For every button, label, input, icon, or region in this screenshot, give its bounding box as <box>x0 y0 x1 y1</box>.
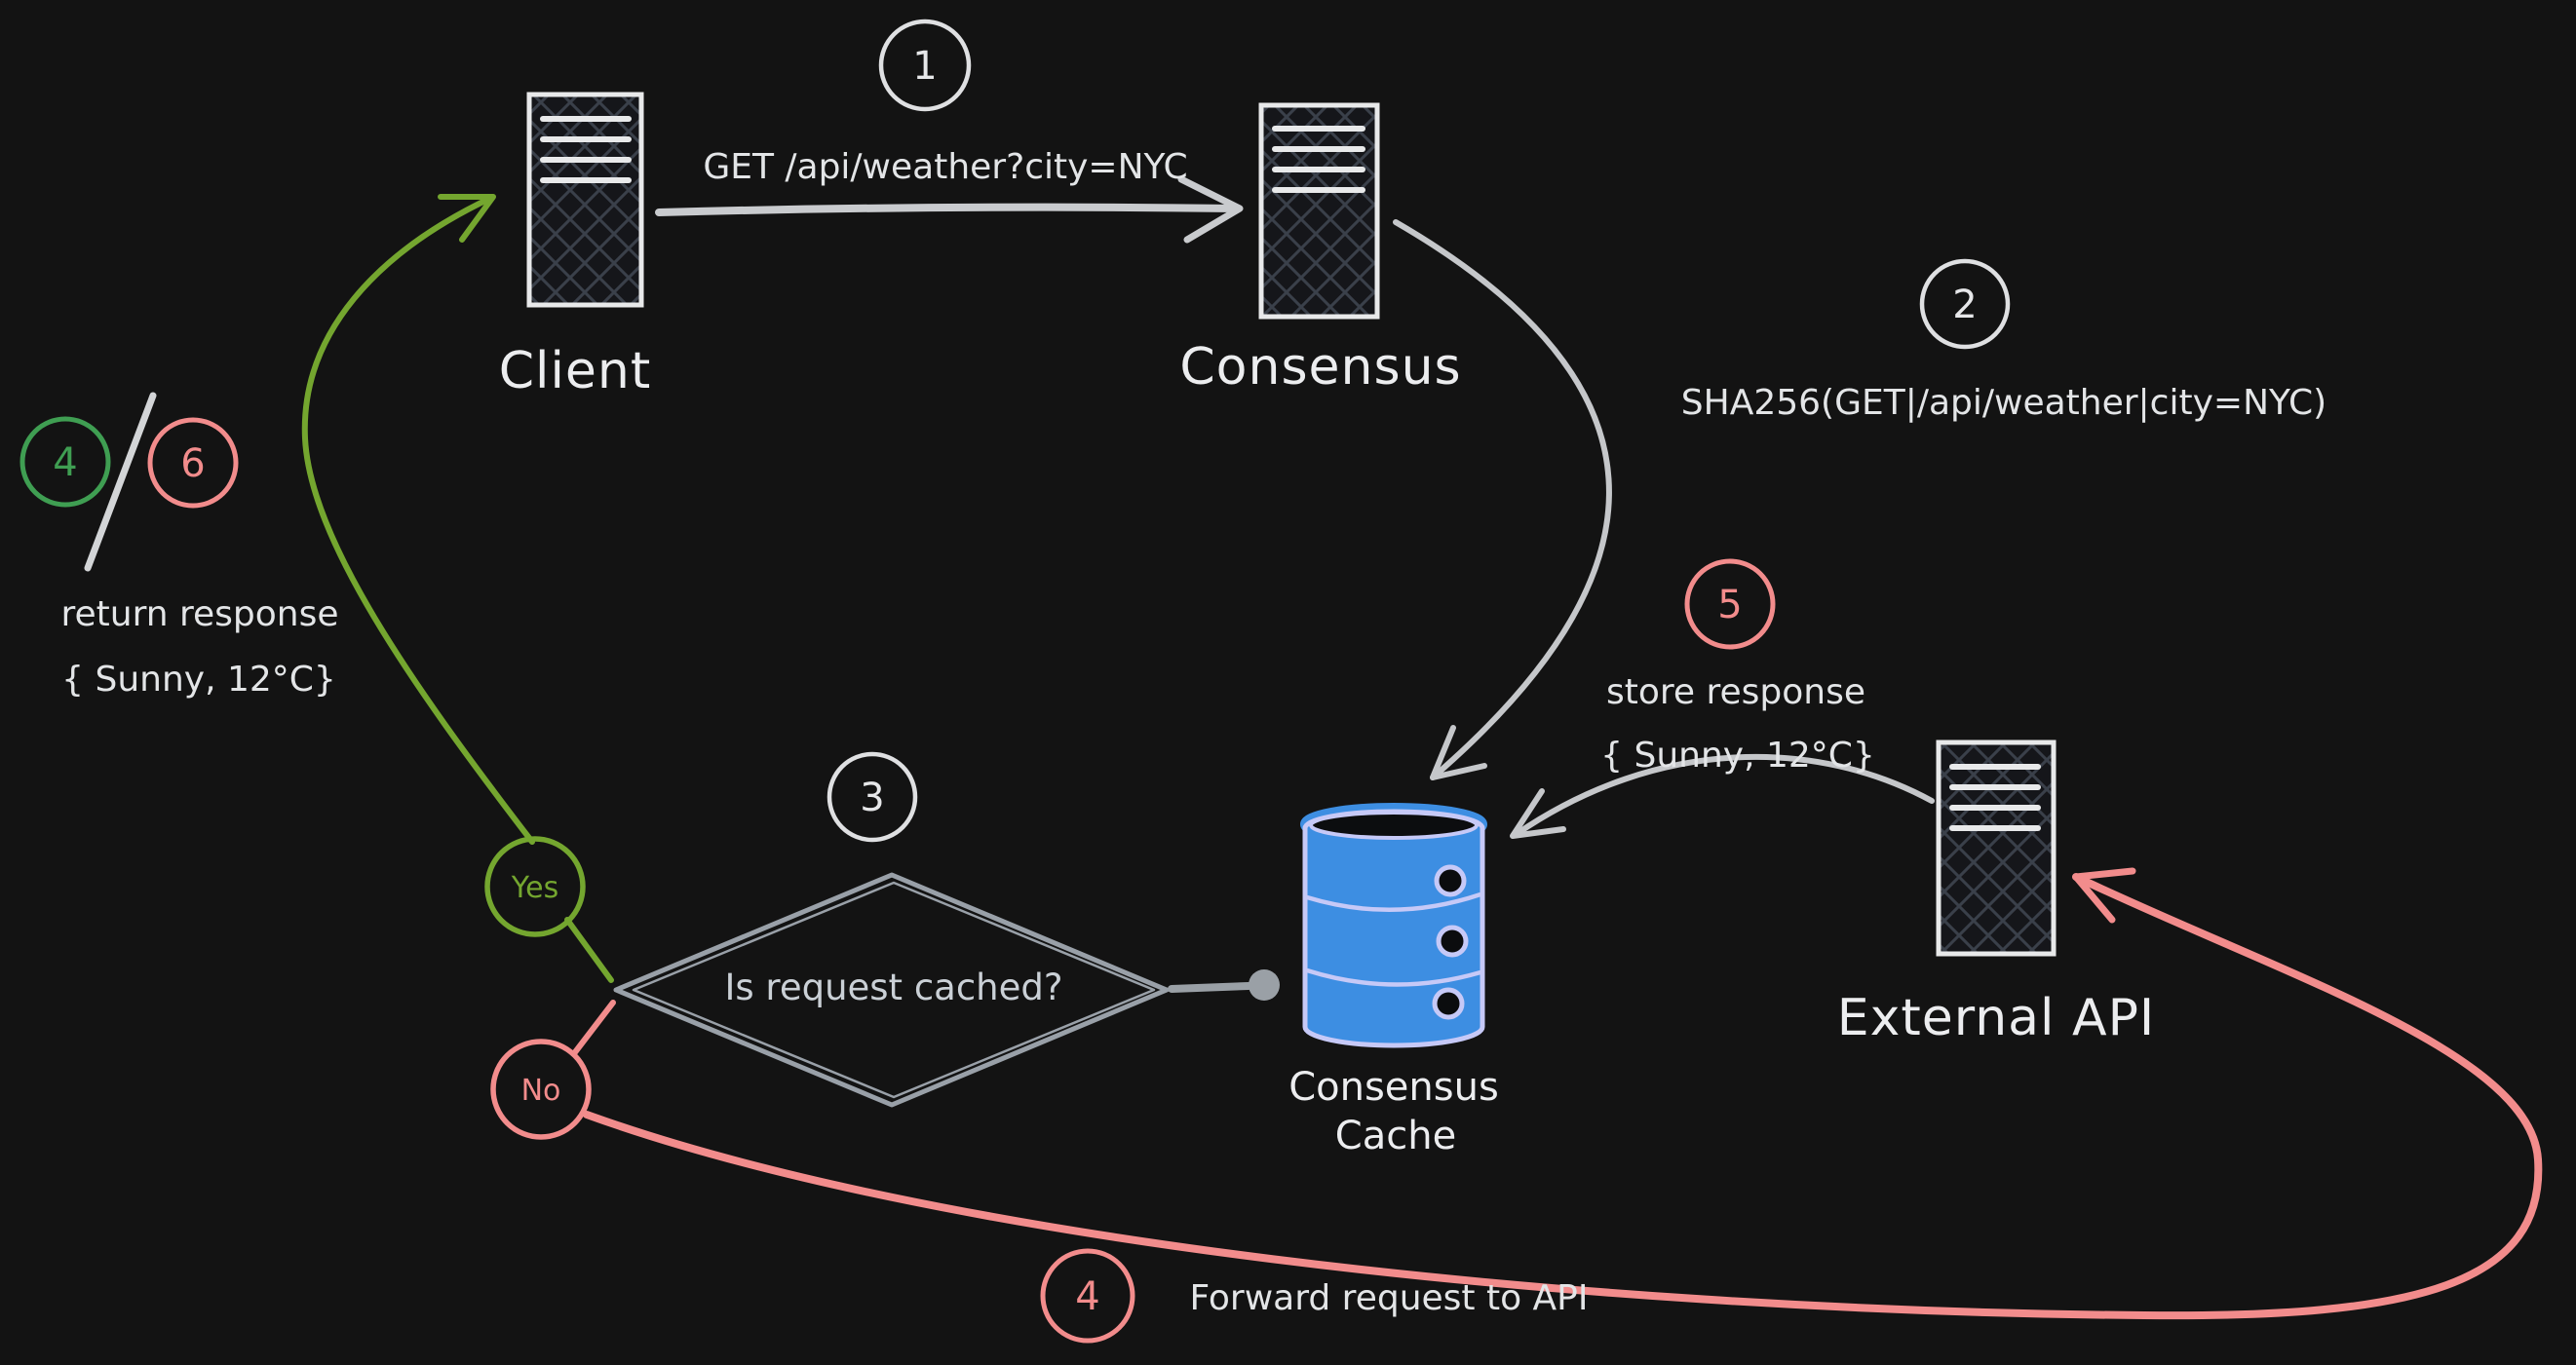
cache-connector <box>1168 969 1280 1001</box>
decision-diamond <box>613 872 1170 1108</box>
step-1-number: 1 <box>912 44 937 89</box>
consensus-server-icon <box>1258 102 1380 320</box>
step-2-number: 2 <box>1952 283 1977 327</box>
hash-flow-arrow <box>1393 219 1612 780</box>
step-5-badge <box>1684 558 1776 650</box>
return-label-line2: { Sunny, 12°C} <box>61 660 336 700</box>
store-response-arrow <box>1510 753 1935 839</box>
step-3-badge <box>827 751 918 843</box>
step-4-pink-number: 4 <box>1075 1274 1099 1319</box>
return-response-arrow <box>301 194 535 845</box>
decision-question: Is request cached? <box>724 967 1062 1008</box>
yes-label: Yes <box>511 871 558 905</box>
no-label: No <box>521 1074 561 1108</box>
forward-label: Forward request to API <box>1189 1278 1588 1318</box>
yes-connector <box>564 917 614 983</box>
forward-request-arrow <box>583 867 2543 1320</box>
step-6-badge <box>147 417 239 509</box>
cache-database-icon <box>1300 803 1487 1048</box>
external-api-label: External API <box>1837 989 2156 1047</box>
cache-label-line1: Consensus <box>1288 1065 1499 1110</box>
hash-label: SHA256(GET|/api/weather|city=NYC) <box>1681 383 2326 423</box>
client-label: Client <box>499 342 652 400</box>
request-label: GET /api/weather?city=NYC <box>703 147 1187 187</box>
step-6-number: 6 <box>180 441 205 486</box>
step-2-badge <box>1919 258 2011 350</box>
step-1-badge <box>878 19 972 112</box>
step-5-number: 5 <box>1717 583 1742 627</box>
request-arrow <box>655 175 1244 244</box>
store-label-line2: { Sunny, 12°C} <box>1600 736 1875 776</box>
external-api-server-icon <box>1936 739 2057 957</box>
no-circle <box>490 1039 592 1140</box>
store-label-line1: store response <box>1606 672 1865 712</box>
step-4-6-divider <box>84 392 157 572</box>
consensus-label: Consensus <box>1179 338 1461 397</box>
return-label-line1: return response <box>60 594 338 634</box>
step-3-number: 3 <box>860 776 884 820</box>
step-4-green-number: 4 <box>53 440 77 485</box>
no-connector <box>572 1000 616 1055</box>
step-4-green-badge <box>19 416 111 508</box>
step-4-pink-badge <box>1040 1248 1135 1344</box>
cache-label-line2: Cache <box>1335 1114 1456 1158</box>
client-server-icon <box>526 92 644 308</box>
yes-circle <box>484 836 586 937</box>
